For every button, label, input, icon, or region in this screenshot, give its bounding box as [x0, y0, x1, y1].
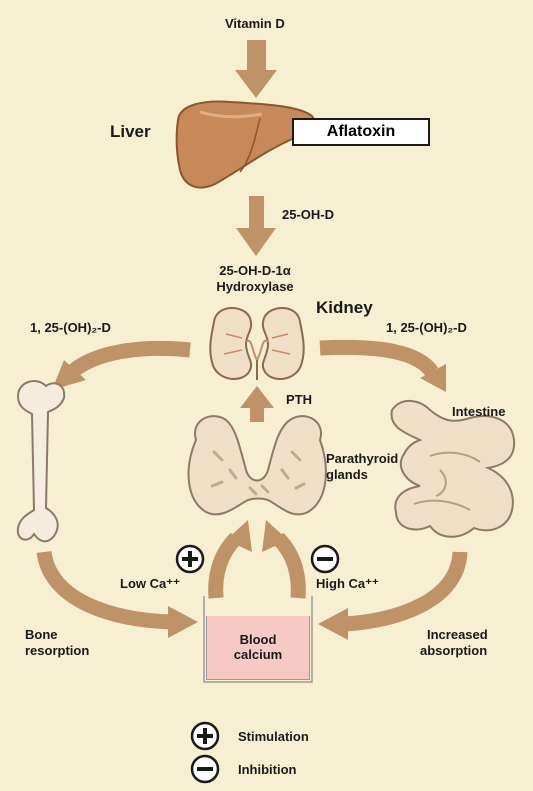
- arrow-parathyroid-to-kidney: [240, 386, 274, 422]
- arrow-high-ca-to-parathyroid: [272, 532, 306, 599]
- legend-plus-icon: [190, 721, 220, 751]
- vitamin-d-label: Vitamin D: [225, 16, 285, 31]
- arrow-low-ca-to-parathyroid: [208, 532, 242, 599]
- arrow-bone-to-blood: [36, 550, 173, 630]
- high-ca-label: High Ca⁺⁺: [316, 576, 379, 591]
- arrowhead-kidney-to-bone: [52, 360, 86, 390]
- arrowhead-kidney-to-intestine: [420, 364, 446, 392]
- arrowhead-low-ca: [226, 520, 252, 552]
- legend-minus-icon: [190, 754, 220, 784]
- parathyroid-label-line2: glands: [326, 467, 368, 482]
- intestine-label: Intestine: [452, 404, 506, 419]
- arrowhead-intestine-to-blood: [318, 608, 348, 640]
- pth-label: PTH: [286, 392, 312, 407]
- calcitriol-left-label: 1, 25-(OH)₂-D: [30, 320, 111, 335]
- arrow-vitamin-d-to-liver: [235, 40, 277, 98]
- calcitriol-right-label: 1, 25-(OH)₂-D: [386, 320, 467, 335]
- hydroxylase-line1: 25-OH-D-1α: [219, 263, 291, 278]
- kidney-organ: [209, 307, 305, 380]
- liver-label: Liver: [110, 122, 151, 141]
- inhibition-sign: [310, 544, 340, 574]
- bone-illustration: [16, 380, 66, 543]
- ohd25-label: 25-OH-D: [282, 207, 335, 222]
- bone-resorption-line1: Bone: [25, 627, 58, 642]
- blood-calcium-line1: Blood: [239, 632, 277, 647]
- arrow-kidney-to-bone: [67, 341, 191, 378]
- increased-absorption-line1: Increased: [427, 627, 488, 642]
- low-ca-label: Low Ca⁺⁺: [120, 576, 180, 591]
- increased-absorption-line2: absorption: [420, 643, 488, 658]
- blood-calcium-line2: calcium: [233, 647, 283, 662]
- bone-resorption-line2: resorption: [25, 643, 90, 658]
- liver-organ: [175, 100, 315, 189]
- arrow-liver-to-kidney: [236, 196, 276, 256]
- parathyroid-label-line1: Parathyroid: [326, 451, 399, 466]
- blood-beaker: [203, 596, 313, 683]
- arrowhead-bone-to-blood: [168, 606, 198, 638]
- arrowhead-high-ca: [262, 520, 288, 552]
- blood-calcium-box: Blood calcium: [206, 616, 310, 680]
- stimulation-sign: [175, 544, 205, 574]
- hydroxylase-line2: Hydroxylase: [216, 279, 294, 294]
- parathyroid-organ: [187, 415, 327, 516]
- arrow-kidney-to-intestine: [319, 339, 439, 377]
- aflatoxin-label: Aflatoxin: [292, 118, 430, 146]
- legend-inhibition-label: Inhibition: [238, 762, 297, 777]
- legend-stimulation-label: Stimulation: [238, 729, 309, 744]
- intestine-illustration: [390, 400, 516, 538]
- arrow-intestine-to-blood: [345, 551, 468, 632]
- kidney-label: Kidney: [316, 298, 373, 317]
